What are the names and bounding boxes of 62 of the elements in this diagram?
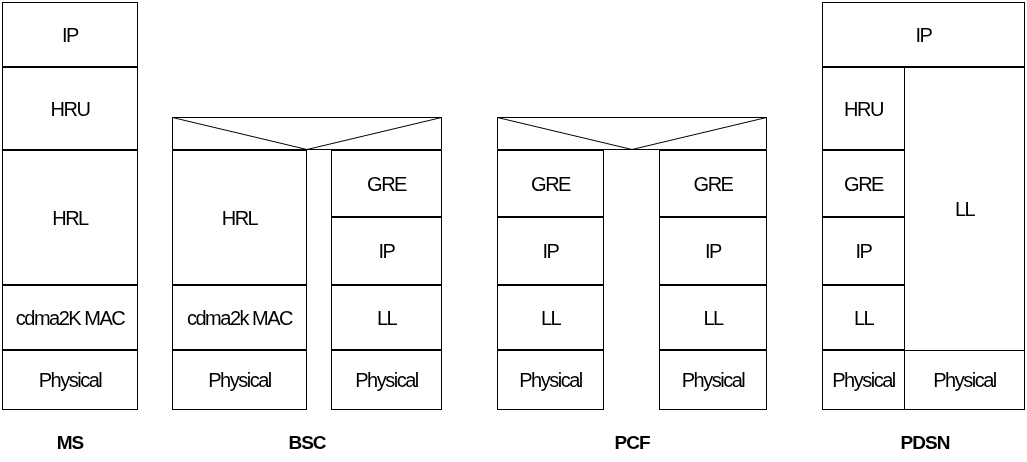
protocol-layer-box [2,150,138,285]
stack-label: PDSN [900,432,950,454]
stack-label: PCF [614,432,650,454]
protocol-layer-box [904,350,1025,410]
layer-name: Physical [355,368,418,393]
layer-name: LL [703,305,723,331]
protocol-layer-box [331,350,442,410]
protocol-layer-box [497,350,604,410]
protocol-layer-box [331,285,442,350]
layer-name: LL [853,305,874,331]
protocol-layer-box [659,285,767,350]
layer-name: IP [915,22,932,48]
layer-name: GRE [531,171,570,197]
stack-label: BSC [288,432,326,454]
protocol-layer-box [659,350,767,410]
layer-name: GRE [844,171,883,197]
protocol-layer-box [822,150,905,217]
protocol-layer-box [822,350,905,410]
layer-name: IP [378,239,395,264]
layer-name: HRL [221,205,258,231]
protocol-layer-box [172,285,307,350]
protocol-layer-box [172,350,307,410]
protocol-layer-box [904,67,1025,351]
protocol-layer-box [331,217,442,285]
protocol-layer-box [172,150,307,285]
protocol-layer-box [822,285,905,350]
protocol-layer-box [497,217,604,285]
layer-name: IP [705,239,721,264]
layer-name: IP [542,239,559,264]
protocol-layer-box [822,67,905,150]
layer-name: HRL [52,205,88,231]
layer-name: Physical [208,368,271,393]
layer-name: LL [376,305,397,331]
relay-box [497,117,767,150]
protocol-layer-box [2,2,138,67]
layer-name: Physical [832,368,895,393]
layer-name: LL [954,197,975,222]
layer-name: Physical [681,368,745,393]
layer-name: IP [62,22,78,48]
protocol-layer-box [659,217,767,285]
protocol-layer-box [2,67,138,150]
protocol-layer-box [497,150,604,217]
protocol-layer-box [331,150,442,217]
protocol-layer-box [2,350,138,410]
layer-name: HRU [844,96,883,122]
layer-name: cdma2K MAC [15,305,125,331]
protocol-layer-box [659,150,767,217]
protocol-layer-box [822,2,1025,67]
protocol-layer-box [822,217,905,285]
layer-name: Physical [38,368,102,393]
layer-name: Physical [933,368,996,393]
layer-name: GRE [693,171,733,197]
layer-name: cdma2k MAC [187,305,292,331]
protocol-layer-box [2,285,138,350]
layer-name: Physical [519,368,582,393]
relay-box [172,117,442,150]
layer-name: IP [855,239,872,264]
protocol-layer-box [497,285,604,350]
layer-name: HRU [50,96,90,122]
layer-name: LL [540,305,561,331]
stack-label: MS [56,432,84,454]
layer-name: GRE [367,171,406,197]
